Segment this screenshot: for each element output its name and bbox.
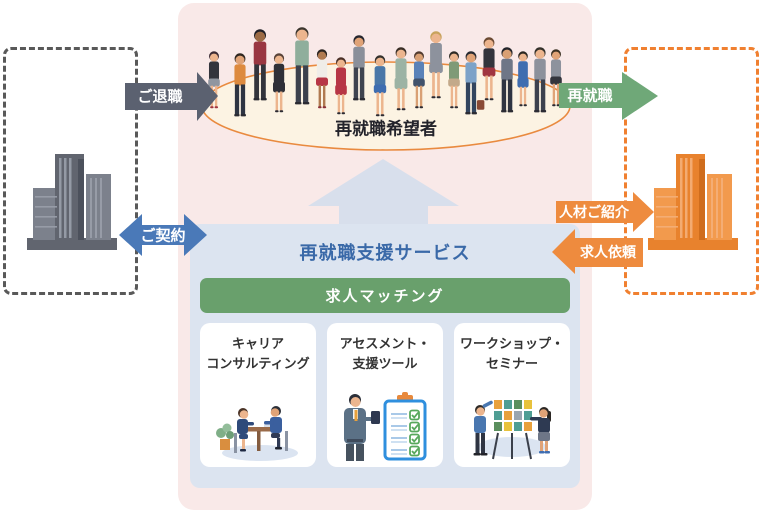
hiring-company-box — [624, 47, 759, 295]
card-title: キャリア コンサルティング — [200, 323, 316, 373]
service-panel: 再就職支援サービス 求人マッチング キャリア コンサルティング — [190, 224, 580, 488]
service-title: 再就職支援サービス — [299, 243, 471, 263]
card-title-line: ワークショップ・ — [459, 336, 564, 351]
card-assessment-tools: アセスメント・ 支援ツール — [327, 323, 443, 467]
card-title-line: セミナー — [485, 355, 538, 371]
card-title: アセスメント・ 支援ツール — [327, 323, 443, 373]
card-title-line: コンサルティング — [206, 355, 310, 371]
card-career-consulting: キャリア コンサルティング — [200, 323, 316, 467]
reemployment-label: 再就職 — [567, 87, 613, 105]
consulting-illustration — [216, 406, 298, 461]
company-building-gray-icon — [27, 154, 117, 250]
card-title: ワークショップ・ セミナー — [454, 323, 570, 373]
card-title-line: アセスメント・ — [339, 336, 431, 351]
job-matching-bar: 求人マッチング — [200, 278, 570, 313]
contract-label: ご契約 — [140, 227, 186, 245]
card-title-line: 支援ツール — [352, 355, 418, 371]
resignation-label: ご退職 — [137, 88, 183, 106]
jobseeker-label: 再就職希望者 — [335, 119, 437, 139]
card-title-line: キャリア — [231, 336, 284, 351]
job-request-label: 求人依頼 — [580, 244, 636, 260]
card-workshop-seminar: ワークショップ・ セミナー — [454, 323, 570, 467]
origin-company-box — [3, 47, 138, 295]
workshop-illustration — [473, 397, 551, 460]
talent-referral-label: 人材ご紹介 — [559, 204, 629, 220]
company-building-orange-icon — [648, 154, 738, 250]
job-matching-label: 求人マッチング — [325, 288, 445, 305]
assessment-illustration — [344, 392, 427, 461]
